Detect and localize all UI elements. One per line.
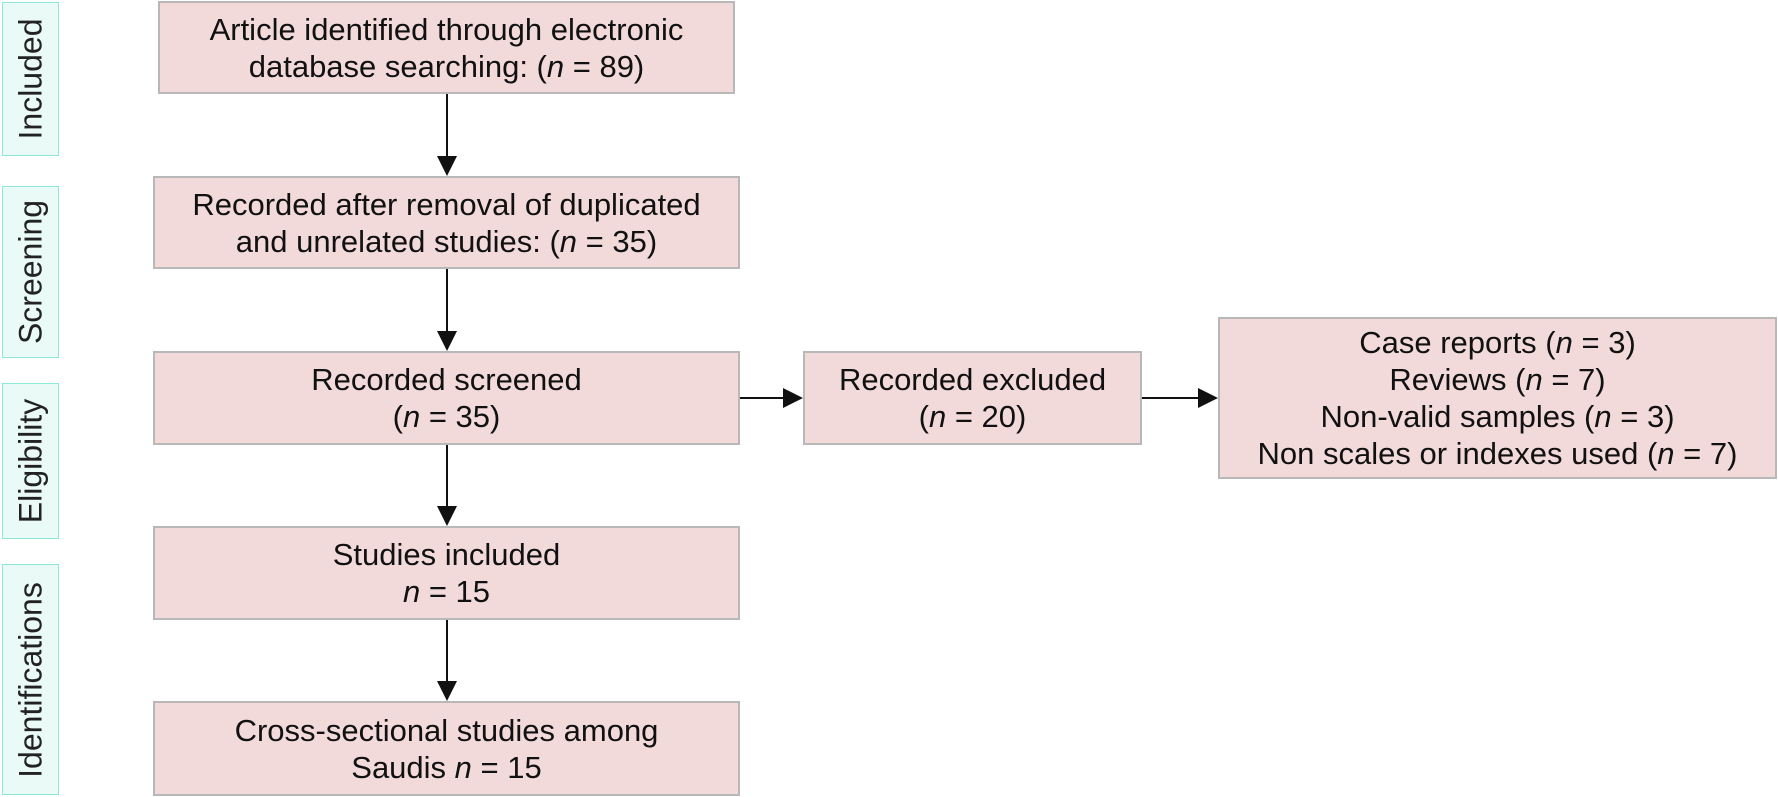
box-line: Non-valid samples (n = 3)	[1320, 399, 1675, 434]
box-line: database searching: (n = 89)	[248, 48, 645, 84]
stage-screening: Screening	[2, 186, 59, 358]
arrow-excluded-to-exclusion-reasons	[1142, 388, 1218, 408]
arrow-screened-to-included	[437, 445, 457, 526]
arrow-deduplicated-to-screened	[437, 269, 457, 351]
box-line: n = 15	[402, 574, 491, 609]
box-line: Article identified through electronic	[209, 11, 684, 47]
stage-identifications: Identifications	[2, 564, 59, 795]
arrow-screened-to-excluded	[740, 388, 803, 408]
deduplicated-records-box: Recorded after removal of duplicated and…	[153, 176, 740, 269]
included-studies-box: Studies included n = 15	[153, 526, 740, 620]
exclusion-reasons-box: Case reports (n = 3) Reviews (n = 7) Non…	[1218, 317, 1777, 479]
identified-records-box: Article identified through electronic da…	[158, 1, 735, 94]
box-line: Recorded screened	[311, 362, 582, 397]
box-line: (n = 20)	[918, 399, 1027, 434]
screened-records-box: Recorded screened (n = 35)	[153, 351, 740, 445]
box-line: Studies included	[332, 537, 561, 572]
box-line: (n = 35)	[392, 399, 501, 434]
arrow-head	[783, 388, 803, 408]
box-line: Reviews (n = 7)	[1389, 362, 1606, 397]
box-line: Saudis n = 15	[351, 749, 542, 785]
stage-eligibility: Eligibility	[2, 383, 59, 539]
arrow-head	[437, 156, 457, 176]
cross-sectional-studies-box: Cross-sectional studies among Saudis n =…	[153, 701, 740, 796]
box-line: Recorded excluded	[838, 362, 1107, 397]
arrow-included-to-cross-sectional	[437, 620, 457, 701]
box-line: Recorded after removal of duplicated	[192, 186, 701, 222]
arrow-head	[1198, 388, 1218, 408]
stage-included: Included	[2, 2, 59, 156]
box-line: Cross-sectional studies among	[234, 712, 659, 748]
arrow-identified-to-deduplicated	[437, 94, 457, 176]
excluded-records-box: Recorded excluded (n = 20)	[803, 351, 1142, 445]
arrow-head	[437, 681, 457, 701]
arrow-head	[437, 506, 457, 526]
box-line: and unrelated studies: (n = 35)	[235, 223, 658, 259]
box-line: Non scales or indexes used (n = 7)	[1257, 436, 1738, 471]
arrow-head	[437, 331, 457, 351]
box-line: Case reports (n = 3)	[1359, 325, 1636, 360]
